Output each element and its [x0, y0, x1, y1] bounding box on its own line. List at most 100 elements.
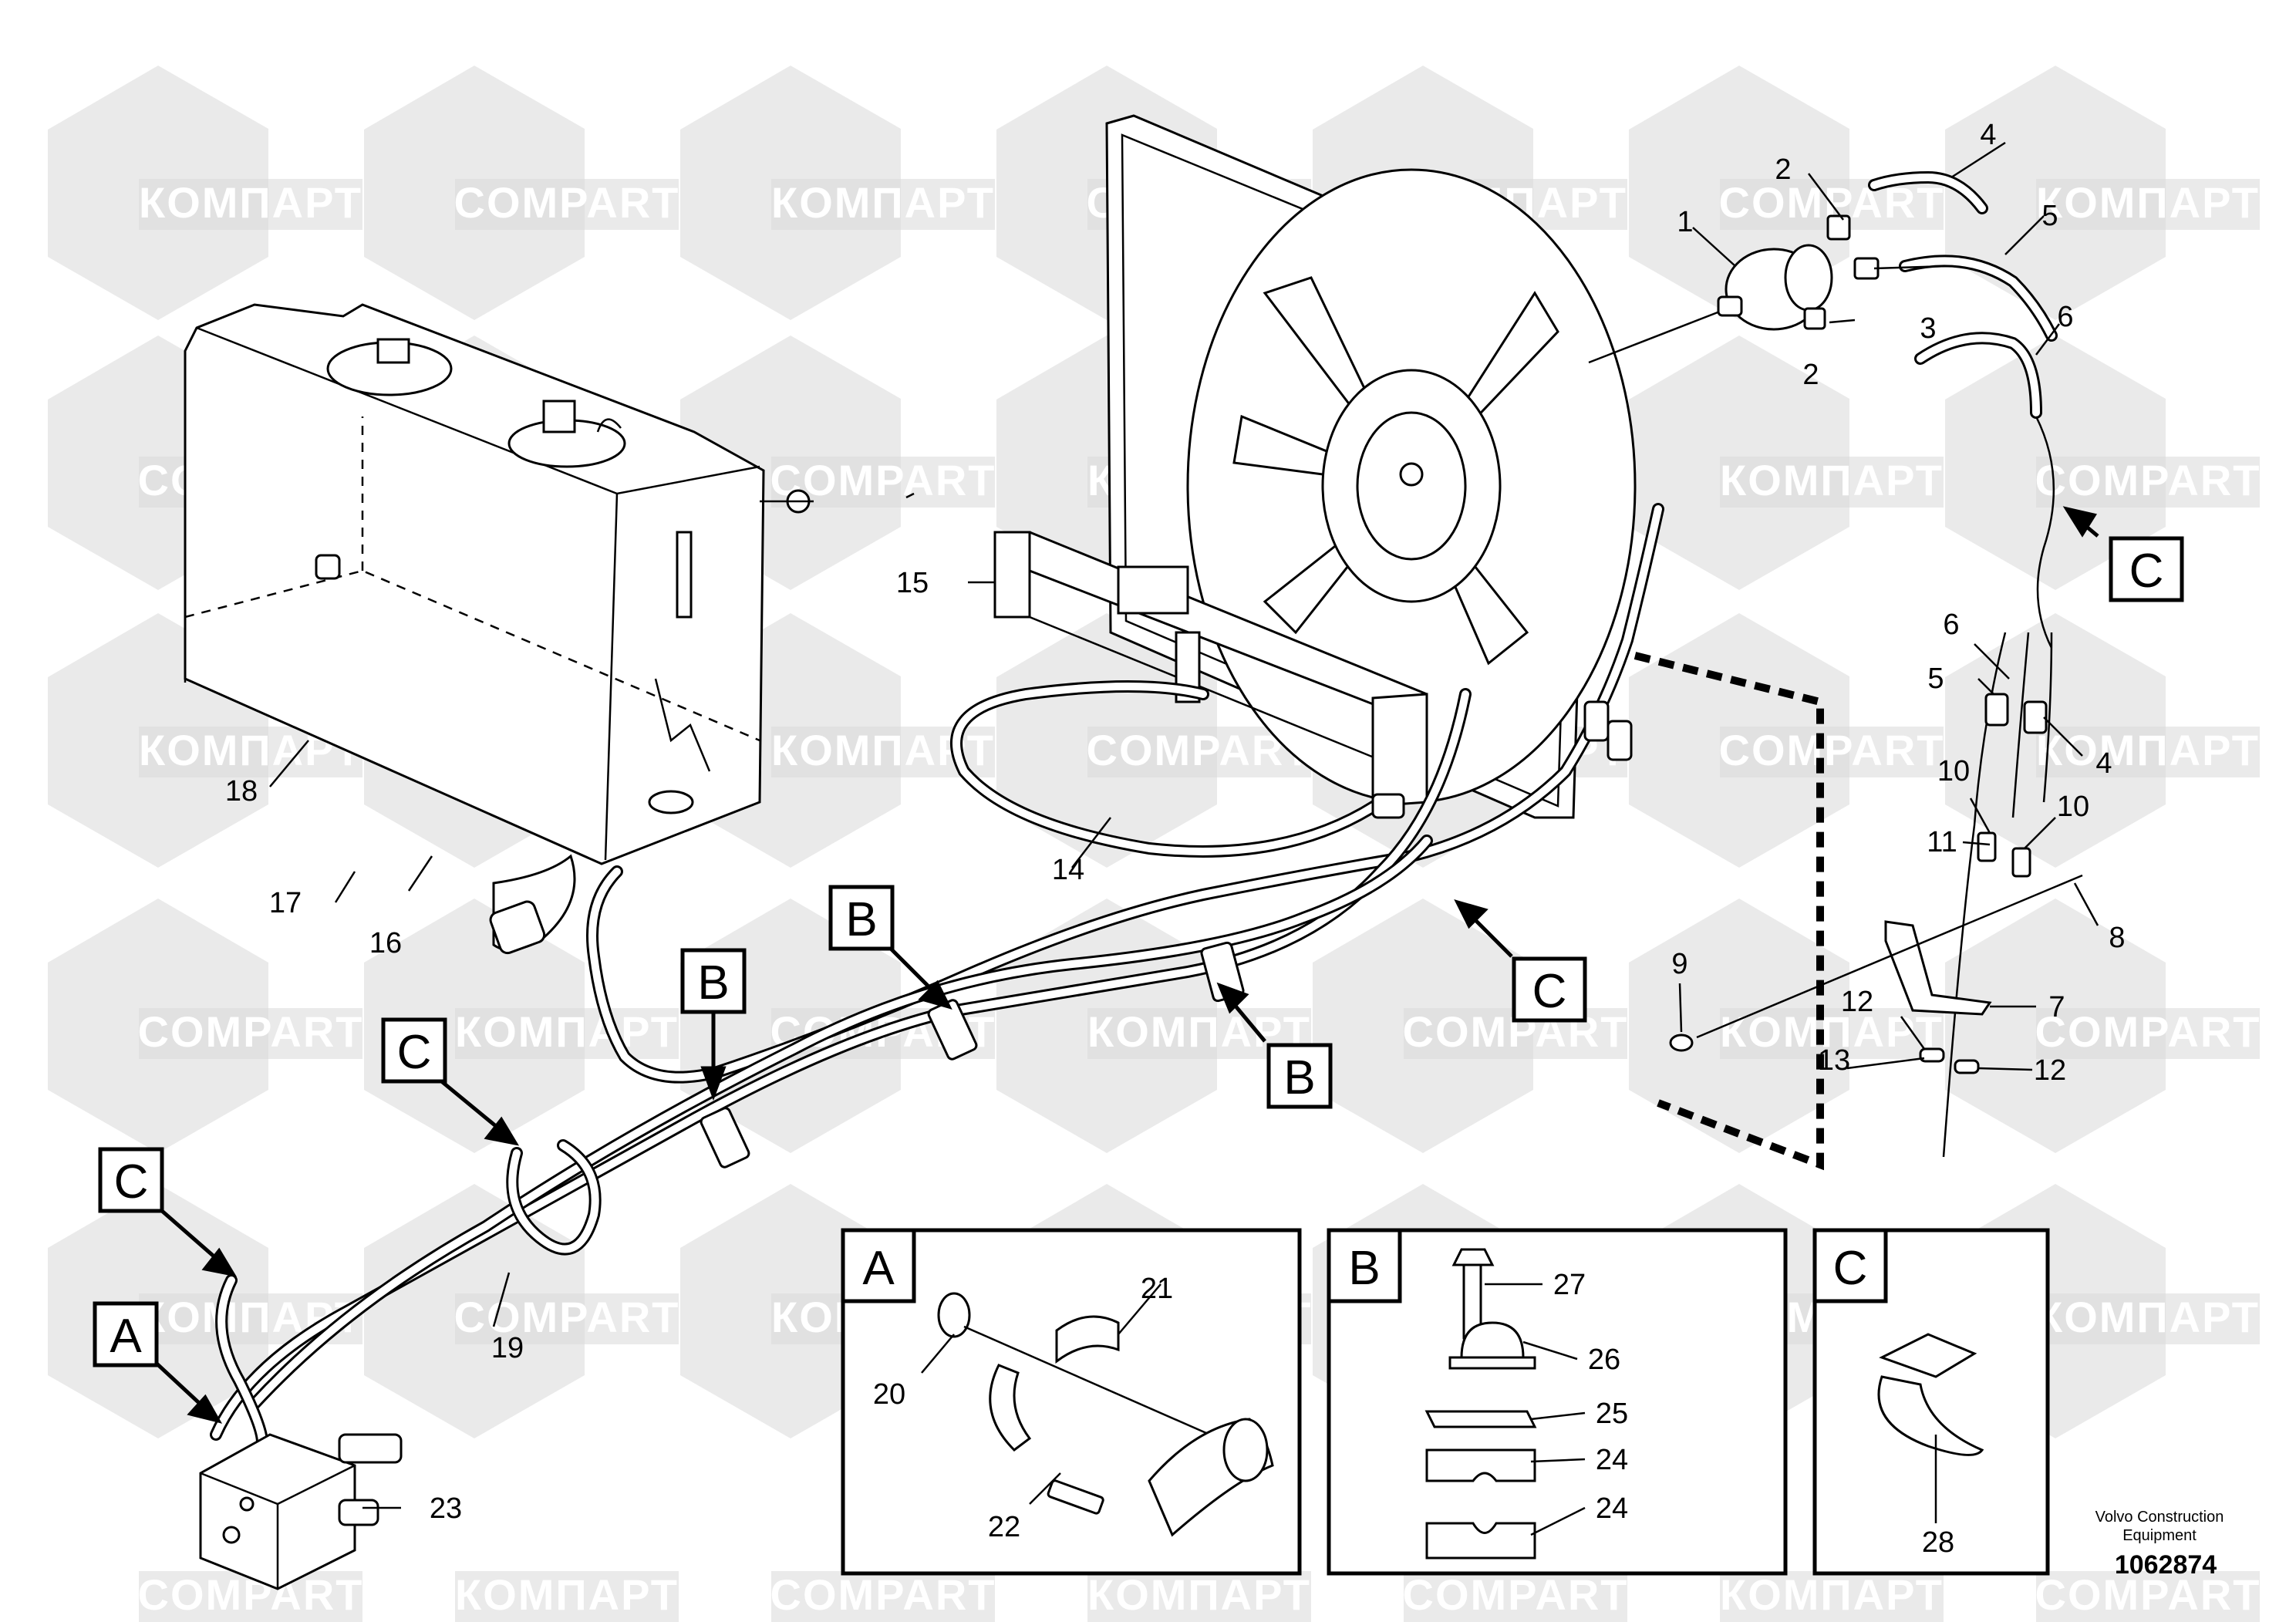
panel-b-label: B — [1348, 1242, 1380, 1295]
watermark-text: COMPART — [770, 1570, 996, 1619]
callout-19: 19 — [491, 1332, 524, 1364]
callout-25: 25 — [1596, 1398, 1628, 1430]
watermark-text: КОМПАРТ — [1087, 1570, 1311, 1619]
watermark-text: КОМПАРТ — [2036, 1293, 2260, 1341]
callout-6: 6 — [1943, 609, 1959, 641]
drawing-number: 1062874 — [2115, 1550, 2217, 1580]
credit-line-2: Equipment — [2122, 1527, 2197, 1544]
hydraulic-tank — [184, 303, 814, 955]
ref-letter-b: B — [697, 956, 729, 1010]
callout-14: 14 — [1052, 854, 1084, 886]
watermark-band — [1404, 1571, 1627, 1622]
callout-7: 7 — [2048, 991, 2065, 1023]
callout-15: 15 — [896, 567, 929, 599]
watermark-band — [455, 1293, 679, 1344]
watermark-band — [455, 1571, 679, 1622]
fan-motor — [1717, 170, 2058, 649]
watermark-band — [2036, 1293, 2260, 1344]
callout-24: 24 — [1596, 1492, 1628, 1525]
watermark-band — [139, 1008, 362, 1059]
credit-line-1: Volvo Construction — [2095, 1509, 2224, 1526]
watermark-text: КОМПАРТ — [2036, 726, 2260, 774]
callout-26: 26 — [1588, 1344, 1620, 1376]
callout-11: 11 — [1927, 826, 1957, 858]
watermark-text: КОМПАРТ — [1720, 1007, 1944, 1056]
ref-letter-c: C — [1532, 965, 1567, 1018]
callout-9: 9 — [1671, 948, 1687, 980]
watermark-text: КОМПАРТ — [455, 1570, 679, 1619]
ref-letter-c: C — [2129, 545, 2164, 598]
callout-13: 13 — [1818, 1044, 1850, 1077]
callout-5: 5 — [1927, 663, 1944, 695]
callout-4: 4 — [2095, 747, 2112, 780]
detail-panel-a — [841, 1228, 1302, 1576]
detail-panel-c — [1812, 1228, 2050, 1576]
panel-c-label: C — [1833, 1242, 1868, 1295]
watermark-text: COMPART — [138, 1007, 364, 1056]
callout-5: 5 — [2041, 200, 2058, 232]
watermark-text: КОМПАРТ — [1720, 1570, 1944, 1619]
watermark-text: COMPART — [454, 178, 680, 227]
footer: Volvo Construction Equipment 1062874 — [2095, 1509, 2224, 1580]
callout-1: 1 — [1677, 206, 1693, 238]
ref-letter-a: A — [110, 1310, 142, 1363]
watermark-band — [1720, 1008, 1944, 1059]
callout-23: 23 — [430, 1492, 462, 1525]
callout-8: 8 — [2109, 922, 2125, 954]
callout-10: 10 — [1937, 755, 1970, 787]
callout-18: 18 — [225, 775, 258, 808]
panel-a-label: A — [862, 1242, 895, 1295]
ref-letter-b: B — [845, 893, 877, 946]
ref-letter-c: C — [397, 1026, 432, 1079]
watermark-band — [771, 179, 995, 230]
ref-letter-b: B — [1283, 1051, 1315, 1104]
watermark-band — [1720, 727, 1944, 777]
leader-lines — [269, 141, 2099, 1536]
watermark-band — [1720, 1571, 1944, 1622]
callout-27: 27 — [1553, 1269, 1586, 1301]
callout-17: 17 — [269, 887, 302, 919]
callout-3: 3 — [1920, 312, 1936, 345]
watermark-text: КОМПАРТ — [455, 1007, 679, 1056]
watermark-text: COMPART — [2035, 1007, 2261, 1056]
watermark-text: COMPART — [454, 1293, 680, 1341]
callout-12: 12 — [1841, 986, 1873, 1018]
watermark-text: COMPART — [2035, 456, 2261, 504]
watermark-text: COMPART — [2035, 1570, 2261, 1619]
callout-22: 22 — [988, 1511, 1020, 1543]
watermark-band — [1720, 457, 1944, 508]
ref-letter-c: C — [114, 1155, 149, 1209]
watermark-text: КОМПАРТ — [1720, 456, 1944, 504]
watermark-band — [1087, 1571, 1311, 1622]
watermark-text: COMPART — [1403, 1570, 1629, 1619]
hose-runs — [210, 503, 1664, 1448]
watermark-band — [139, 179, 362, 230]
detail-panel-b — [1327, 1228, 1788, 1576]
callout-12: 12 — [2034, 1054, 2066, 1087]
callout-20: 20 — [873, 1378, 905, 1411]
watermark-band — [2036, 727, 2260, 777]
callout-6: 6 — [2057, 301, 2073, 333]
valve-block — [199, 1433, 403, 1590]
callout-21: 21 — [1141, 1273, 1173, 1305]
watermark-band — [2036, 457, 2260, 508]
watermark-text: КОМПАРТ — [771, 178, 995, 227]
callout-2: 2 — [1802, 359, 1819, 391]
watermark-band — [2036, 179, 2260, 230]
callout-2: 2 — [1775, 153, 1791, 186]
watermark-band — [455, 179, 679, 230]
reference-letters: C C B B B C C A A B C — [110, 545, 2163, 1363]
watermark-text: КОМПАРТ — [2036, 178, 2260, 227]
callout-28: 28 — [1922, 1526, 1954, 1559]
watermark-text: КОМПАРТ — [139, 178, 362, 227]
watermark-band — [2036, 1571, 2260, 1622]
callout-10: 10 — [2057, 791, 2089, 823]
watermark-band — [2036, 1008, 2260, 1059]
callout-numbers: 1 2 2 3 4 4 5 5 6 6 7 8 9 10 10 11 12 12… — [225, 119, 2126, 1559]
watermark-band — [139, 1571, 362, 1622]
right-hose-assembly — [1633, 632, 2083, 1171]
watermark-band — [455, 1008, 679, 1059]
callout-4: 4 — [1980, 119, 1996, 151]
